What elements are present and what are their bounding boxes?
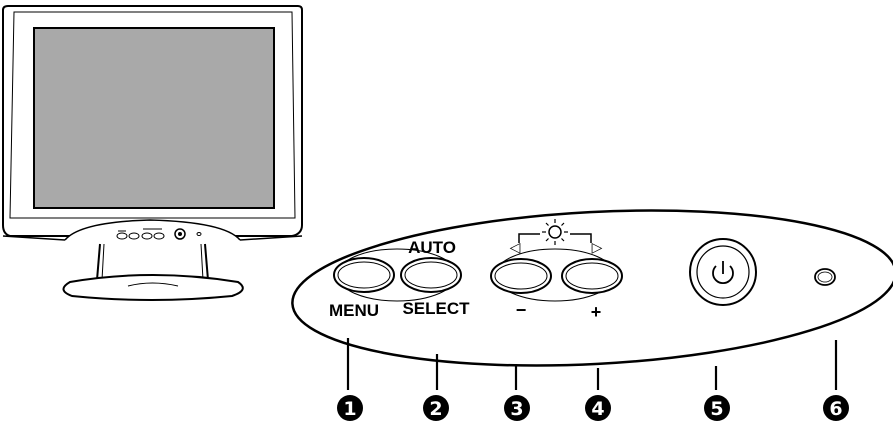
svg-text:3: 3 [510,398,523,420]
callout-3: 3 [504,395,530,421]
callout-5: 5 [704,395,730,421]
menu-label: MENU [329,301,379,320]
svg-text:6: 6 [829,398,842,420]
select-label: SELECT [402,299,470,318]
callout-4: 4 [585,395,611,421]
menu-button[interactable] [333,257,395,293]
auto-select-button[interactable] [400,257,462,293]
auto-label: AUTO [408,238,456,257]
control-panel: AUTO MENU SELECT − + [291,209,893,367]
minus-label: − [516,300,527,320]
minus-button[interactable] [490,258,552,294]
plus-button[interactable] [561,258,623,294]
monitor-illustration [2,5,303,301]
right-arrow-icon: ▷ [592,240,603,256]
svg-text:4: 4 [591,398,604,420]
monitor-stand-base [62,274,244,301]
monitor-stand-neck [96,243,209,281]
monitor-mini-buttons [116,228,202,240]
power-icon [712,261,734,285]
brightness-button-group [490,248,623,302]
power-led [814,268,836,286]
brightness-indicator: ◁ ▷ [510,219,603,256]
monitor-bezel-inner [9,11,296,219]
monitor-front-panel [64,219,241,241]
monitor-screen [33,27,275,209]
sun-icon [542,219,568,245]
callout-6: 6 [823,395,849,421]
svg-text:5: 5 [710,398,723,420]
callout-1: 1 [337,395,363,421]
callout-2: 2 [423,395,449,421]
svg-text:2: 2 [429,398,442,420]
callout-lines [346,338,838,390]
power-button[interactable] [689,238,757,306]
menu-select-button-group [333,248,462,302]
left-arrow-icon: ◁ [510,240,521,256]
svg-text:1: 1 [343,398,356,420]
plus-label: + [591,302,602,322]
